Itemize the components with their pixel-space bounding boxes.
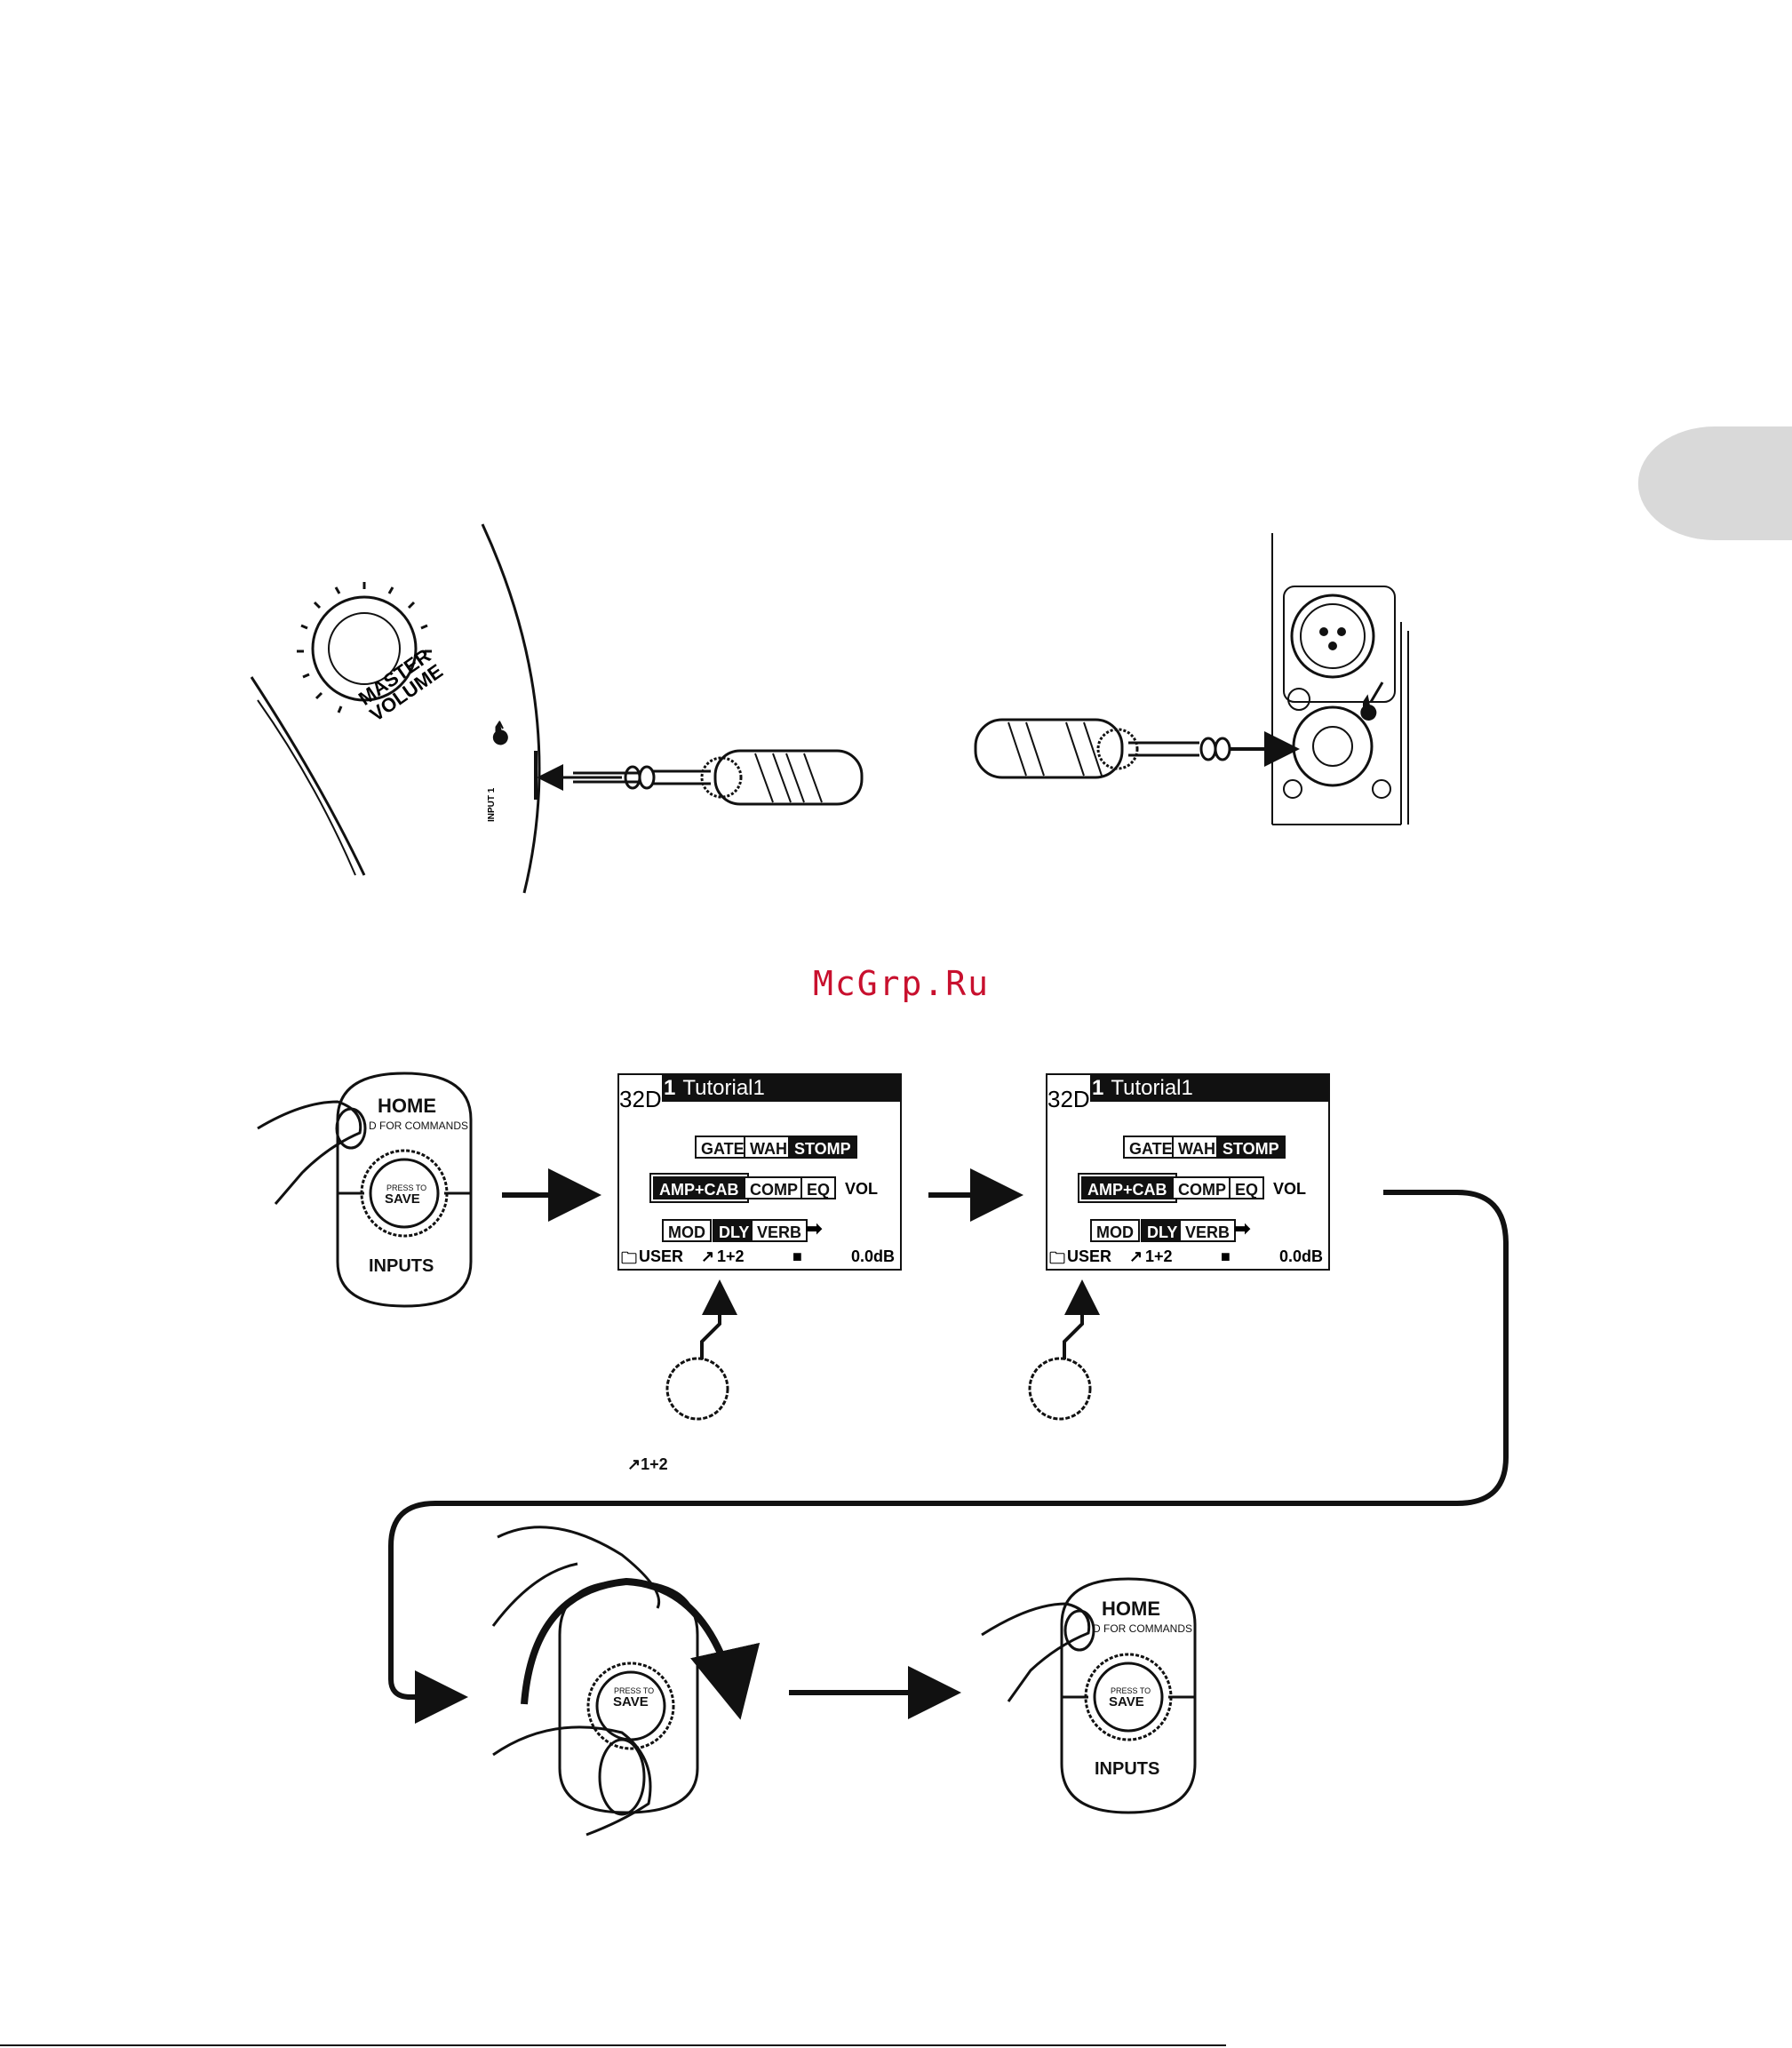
block-eq[interactable]: EQ <box>800 1176 837 1199</box>
arrow-connector <box>388 1190 1509 1724</box>
block-mod[interactable]: MOD <box>1090 1219 1140 1242</box>
block-wah[interactable]: WAH <box>1172 1136 1222 1159</box>
block-amp-cab[interactable]: AMP+CAB <box>1078 1173 1177 1203</box>
output-arrow-icon: ➡ <box>806 1217 823 1239</box>
save-button-bottom[interactable]: SAVE <box>1109 1694 1144 1709</box>
status-level: 0.0dB <box>1278 1247 1323 1265</box>
block-verb[interactable]: VERB <box>751 1219 808 1242</box>
block-gate[interactable]: GATE <box>1123 1136 1179 1159</box>
preset-title-bar: 1 Tutorial1 <box>1090 1075 1328 1102</box>
block-dly[interactable]: DLY <box>1141 1219 1184 1242</box>
hold-for-commands-top: D FOR COMMANDS <box>369 1120 468 1132</box>
home-button-label-bottom[interactable]: HOME <box>1102 1598 1160 1620</box>
block-eq[interactable]: EQ <box>1229 1176 1265 1199</box>
press-to-label-bottom: PRESS TO <box>1111 1686 1151 1695</box>
home-button-label-top[interactable]: HOME <box>378 1095 436 1117</box>
amp-panel <box>250 523 541 894</box>
block-dly[interactable]: DLY <box>713 1219 756 1242</box>
press-to-label-knob: PRESS TO <box>614 1686 655 1695</box>
save-knob[interactable]: SAVE <box>613 1694 649 1709</box>
knob-left <box>665 1279 737 1421</box>
block-vol[interactable]: VOL <box>1273 1180 1307 1198</box>
watermark: McGrp.Ru <box>813 964 991 1003</box>
block-stomp[interactable]: STOMP <box>788 1136 857 1159</box>
input-note-text: 1+2 <box>641 1455 668 1473</box>
input-note: ↗1+2 <box>627 1455 668 1474</box>
folder-icon: 🗀 <box>621 1249 637 1267</box>
preset-name: Tutorial1 <box>682 1076 765 1100</box>
lcd-screen-2: 32D 1 Tutorial1 GATE WAH STOMP AMP+CAB CO… <box>1046 1073 1330 1271</box>
plug-left <box>537 749 864 806</box>
input-arrow-icon: ↗ <box>701 1247 715 1265</box>
block-amp-cab[interactable]: AMP+CAB <box>649 1173 749 1203</box>
lock-icon: ■ <box>792 1247 802 1265</box>
preset-number: 1 <box>1092 1076 1104 1100</box>
inputs-button-top[interactable]: INPUTS <box>369 1256 434 1276</box>
input-arrow-icon: ↗ <box>1129 1247 1143 1265</box>
status-user: USER <box>639 1247 684 1265</box>
rear-panel <box>1271 533 1409 825</box>
lock-icon: ■ <box>1221 1247 1231 1265</box>
hold-for-commands-bottom: D FOR COMMANDS <box>1093 1622 1192 1635</box>
knob-right <box>1028 1279 1100 1421</box>
block-stomp[interactable]: STOMP <box>1216 1136 1286 1159</box>
input-1-label: INPUT 1 <box>487 787 497 822</box>
save-button-top[interactable]: SAVE <box>385 1191 420 1207</box>
knob-pad-art <box>491 1526 761 1837</box>
inputs-button-bottom[interactable]: INPUTS <box>1095 1759 1160 1779</box>
block-comp[interactable]: COMP <box>1172 1176 1232 1199</box>
status-bar: 🗀 USER ↗ 1+2 ■ 0.0dB <box>1047 1247 1328 1269</box>
plug-right <box>974 718 1300 779</box>
input-arrow-icon: ↗ <box>627 1455 641 1473</box>
block-gate[interactable]: GATE <box>695 1136 751 1159</box>
status-user: USER <box>1067 1247 1112 1265</box>
block-verb[interactable]: VERB <box>1179 1219 1237 1242</box>
block-vol[interactable]: VOL <box>845 1180 879 1198</box>
status-input: 1+2 <box>717 1247 745 1265</box>
control-pad-bottom-art <box>981 1577 1197 1814</box>
block-mod[interactable]: MOD <box>662 1219 712 1242</box>
status-level: 0.0dB <box>850 1247 895 1265</box>
folder-icon: 🗀 <box>1049 1249 1065 1267</box>
bank-label: 32D <box>1047 1086 1090 1112</box>
output-arrow-icon: ➡ <box>1234 1217 1251 1239</box>
status-bar: 🗀 USER ↗ 1+2 ■ 0.0dB <box>619 1247 900 1269</box>
block-wah[interactable]: WAH <box>744 1136 793 1159</box>
page-tab <box>1637 426 1792 540</box>
control-pad-top-art <box>257 1072 473 1308</box>
preset-number: 1 <box>664 1076 676 1100</box>
block-comp[interactable]: COMP <box>744 1176 804 1199</box>
preset-name: Tutorial1 <box>1111 1076 1193 1100</box>
status-input: 1+2 <box>1145 1247 1173 1265</box>
bank-label: 32D <box>619 1086 662 1112</box>
press-to-label-top: PRESS TO <box>386 1183 427 1192</box>
